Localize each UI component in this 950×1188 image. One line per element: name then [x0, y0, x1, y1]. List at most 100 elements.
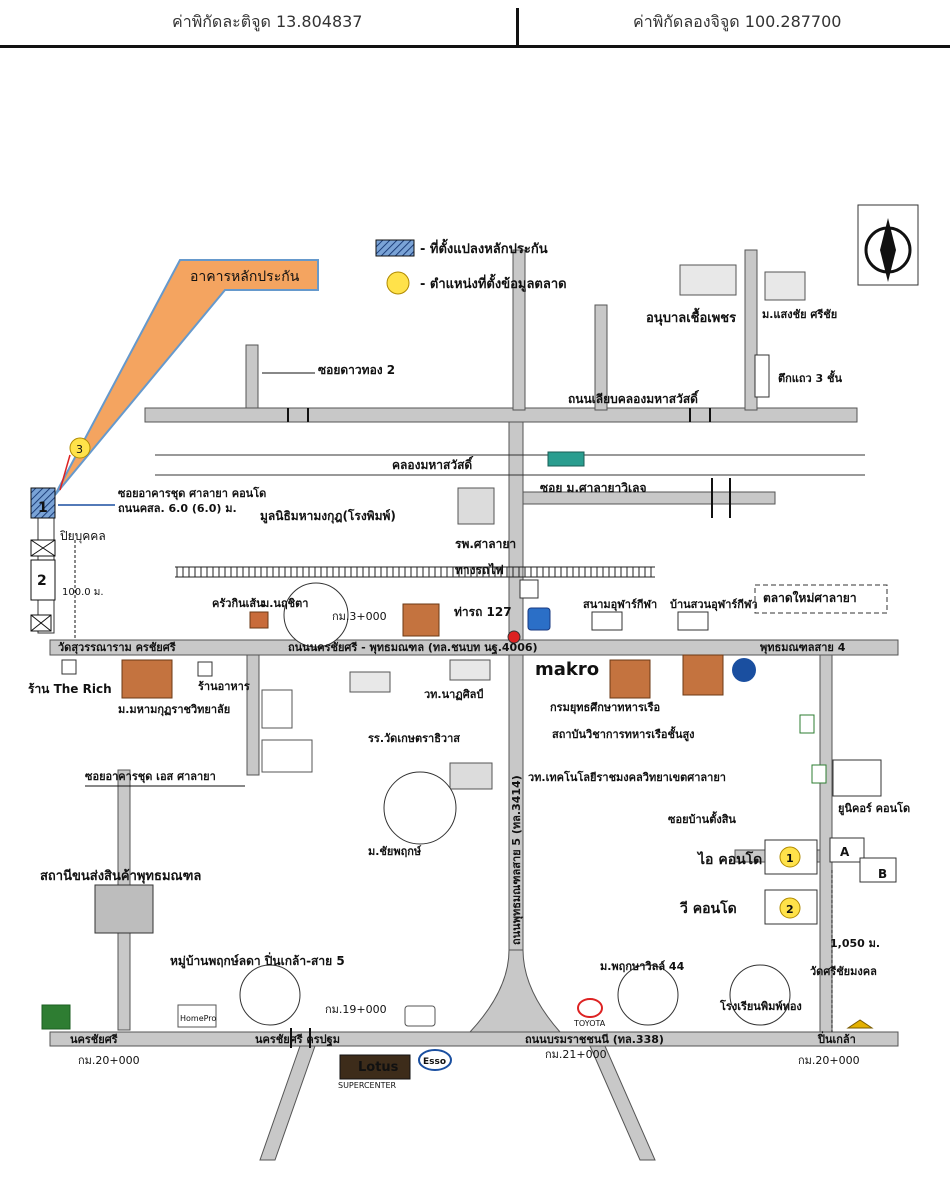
label-km20-left: กม.20+000 — [78, 1054, 140, 1067]
ptt-logo — [732, 658, 756, 682]
label-navy-inst: สถาบันวิชาการทหารเรือชั้นสูง — [552, 726, 695, 742]
road-borommaratchachonnani — [49, 1031, 899, 1047]
label-toyota: TOYOTA — [573, 1019, 606, 1028]
label-village-pruk: หมู่บ้านพฤกษ์ลดา ปิ่นเกล้า-สาย 5 — [170, 952, 345, 969]
label-school-rr: รร.วัดเกษตราธิวาส — [368, 732, 460, 745]
label-makro: makro — [535, 659, 599, 680]
label-khlong: คลองมหาสวัสดิ์ — [392, 456, 474, 472]
label-dist100: 100.0 ม. — [62, 587, 104, 598]
hospital-icon — [457, 487, 495, 525]
parcel-lot-2-label: 2 — [37, 573, 47, 589]
label-new-market: ตลาดใหม่ศาลายา — [763, 590, 857, 605]
wat-right-icon — [846, 1019, 874, 1029]
collateral-parcel: 1 2 — [30, 487, 76, 638]
label-rich: ร้าน The Rich — [28, 682, 112, 696]
mansiri-circle — [283, 582, 349, 648]
market-point-2-label: 2 — [786, 903, 794, 916]
legend-market-swatch — [386, 271, 410, 295]
pruksa44-circle — [617, 964, 679, 1026]
label-road-bottom-left: นครชัยศรี — [70, 1033, 118, 1046]
school-right-circle — [729, 964, 791, 1026]
factory-icon — [764, 271, 806, 301]
label-hospital: รพ.ศาลายา — [455, 537, 516, 551]
label-i-condo: ไอ คอนโด — [696, 850, 762, 868]
seven-eleven-icon-2 — [811, 764, 827, 784]
village-pruk-circle — [239, 964, 301, 1026]
label-pruksa44: ม.พฤกษาวิลล์ 44 — [600, 960, 685, 973]
school-vt-icon — [449, 659, 491, 681]
unicorn-icon — [832, 759, 882, 797]
market-point-1-label: 1 — [786, 852, 794, 865]
label-soi-ms: ซอย ม.ศาลายาวิเลจ — [540, 481, 646, 495]
kindergarten-icon — [679, 264, 737, 296]
bldA-label: A — [840, 845, 850, 859]
pier-icon — [519, 579, 539, 599]
bank-logo — [41, 1004, 71, 1030]
label-pinklao: ปิ่นเกล้า — [817, 1031, 856, 1046]
road-north-branch — [512, 249, 526, 411]
road-soi-condo2 — [246, 654, 260, 776]
honda-logo — [404, 1005, 436, 1027]
label-lotus-sub: SUPERCENTER — [338, 1081, 397, 1090]
banthong-icon — [677, 611, 709, 631]
building-3f-icon — [754, 354, 770, 398]
khlong-canal — [155, 454, 865, 476]
collateral-callout: อาคารหลักประกัน 3 — [54, 259, 319, 496]
label-km19: กม.19+000 — [325, 1003, 387, 1016]
label-soi-daothong: ซอยดาวทอง 2 — [318, 363, 395, 377]
market-point-2 — [779, 897, 801, 919]
shop-aroi-icon — [197, 661, 213, 677]
sanam-icon — [591, 611, 623, 631]
lotus-logo — [339, 1054, 411, 1080]
callout-label: อาคารหลักประกัน — [190, 269, 300, 285]
label-unicorn: ยูนิคอร์ คอนโด — [838, 801, 910, 816]
compass-rose: N — [857, 204, 919, 286]
label-sanam: สนามอุฬาร์กีฬา — [583, 598, 657, 612]
bridges — [287, 408, 731, 1048]
header-bottom-border — [0, 45, 950, 48]
label-mahamakut: ม.มหามกุฏราชวิทยาลัย — [118, 703, 230, 717]
road-liab-khlong — [144, 407, 858, 423]
label-village-chai: ม.ชัยพฤกษ์ — [368, 845, 422, 858]
interchange — [468, 949, 562, 1033]
homepro-logo — [177, 1004, 217, 1028]
label-banthong: บ้านสวนอุฬาร์กีฬา — [670, 598, 758, 612]
label-road-bottom-mid: นครชัยศรี ครปฐม — [255, 1033, 340, 1047]
coordinate-header: ค่าพิกัดละติจูด 13.804837 ค่าพิกัดลองจิจ… — [0, 0, 950, 48]
market-point-1 — [779, 846, 801, 868]
esso-logo — [418, 1049, 452, 1071]
parcel-lot-2 — [30, 559, 56, 601]
label-road-liab-khlong: ถนนเลียบคลองมหาสวัสดิ์ — [568, 390, 700, 406]
bldA-icon — [829, 837, 865, 863]
railway-line — [175, 566, 655, 578]
village-chai-circle — [383, 771, 457, 845]
label-village-top-right: ม.แสงชัย ศรีชัย — [762, 308, 837, 321]
label-road-width: ถนนคสล. 6.0 (6.0) ม. — [118, 502, 237, 515]
buildings — [121, 603, 724, 699]
label-km21: กม.21+000 — [545, 1048, 607, 1061]
header-divider — [516, 8, 519, 48]
latitude-text: ค่าพิกัดละติจูด 13.804837 — [172, 12, 363, 31]
bldB-icon — [859, 857, 897, 883]
legend-parcel-swatch — [375, 239, 415, 257]
label-pipunkong: ปิยบุคคล — [59, 529, 105, 544]
boat-icon — [547, 451, 585, 467]
rich-icon — [61, 659, 77, 675]
label-kitchen: ครัวกินเส้น — [212, 597, 264, 610]
kitchen-icon — [249, 611, 269, 629]
road-north-right — [744, 249, 758, 411]
label-school-right: โรงเรียนพิมพ์ทอง — [719, 999, 802, 1013]
market-point-3 — [69, 437, 91, 459]
seven-eleven-icon — [799, 714, 815, 734]
school-rr-icon — [349, 671, 391, 693]
compass-north: N — [883, 251, 894, 266]
label-soi-condo2: ซอยอาคารชุด เอส ศาลายา — [85, 770, 216, 784]
label-soi-condo: ซอยอาคารชุด ศาลายา คอนโด — [118, 486, 266, 501]
market-point-3-label: 3 — [76, 443, 83, 456]
label-lotus: Lotus — [358, 1060, 399, 1075]
label-main-road: ถนนนครชัยศรี - พุทธมณฑล (ทล.ชนบท นฐ.4006… — [288, 641, 538, 655]
longitude-text: ค่าพิกัดลองจิจูด 100.287700 — [633, 12, 842, 31]
export-center-icon — [94, 884, 154, 934]
label-soi-bantang: ซอยบ้านตั้งสิน — [668, 811, 736, 826]
